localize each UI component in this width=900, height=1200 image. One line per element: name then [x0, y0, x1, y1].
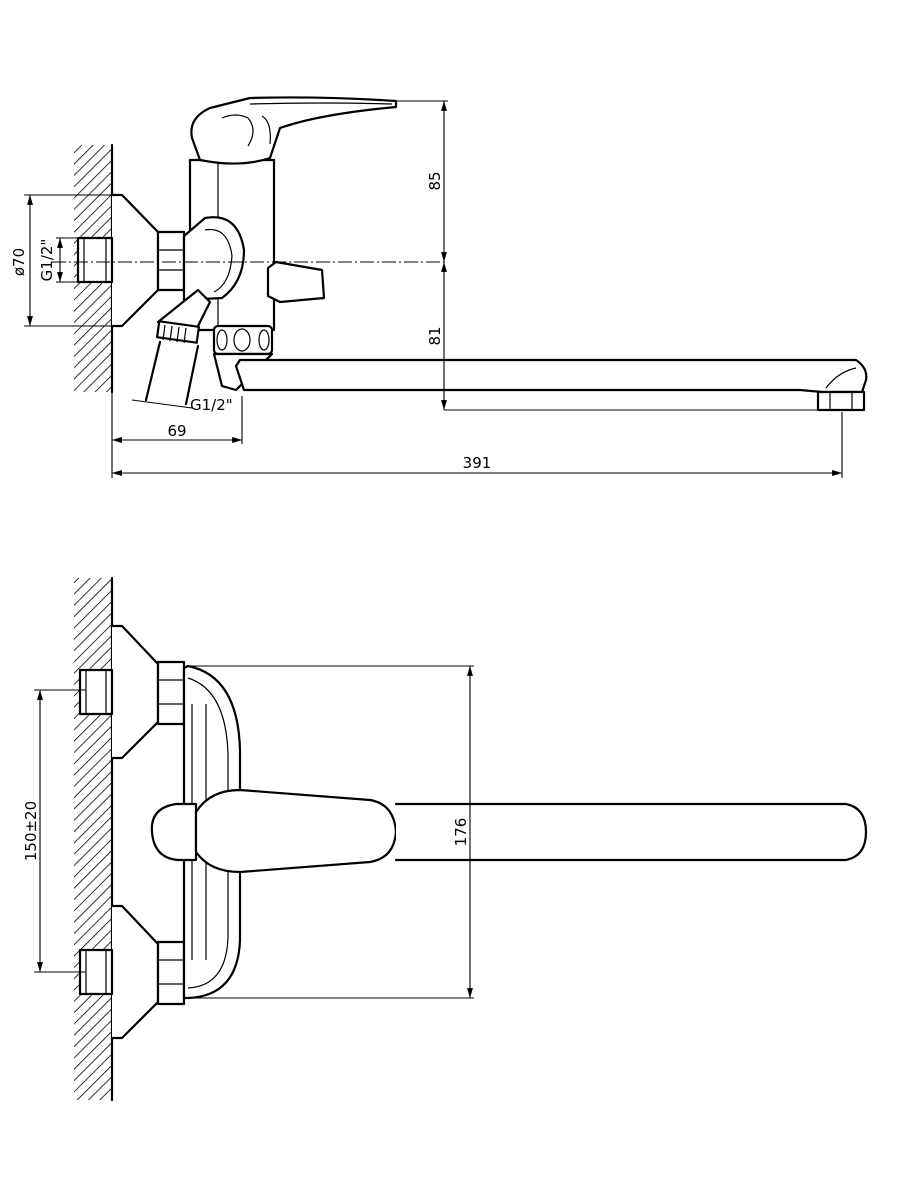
- handle-lever-side: [190, 96, 398, 165]
- wall-section-front: [74, 576, 114, 1102]
- inlet-pipe-side: [76, 236, 114, 284]
- dim-height-upper: 85: [396, 100, 448, 262]
- spout-side: [234, 358, 868, 412]
- dim-depth-label: 69: [167, 422, 186, 440]
- upper-inlet-front: [78, 624, 186, 760]
- diverter-knob-side: [266, 260, 326, 304]
- dim-diameter: ø70: [10, 194, 118, 327]
- front-view: 150±20 176: [22, 576, 868, 1102]
- dim-thread-inlet-label: G1/2": [38, 239, 56, 282]
- dim-height-front: 176: [186, 665, 474, 999]
- dim-thread-inlet: G1/2": [38, 237, 78, 283]
- dim-thread-shower-label: G1/2": [190, 396, 233, 414]
- hex-nut-side: [156, 230, 186, 292]
- dim-depth: 69: [111, 392, 243, 478]
- dim-length: 391: [112, 412, 843, 478]
- dim-height-lower: 81: [426, 262, 820, 411]
- handle-base-front: [150, 802, 198, 862]
- dim-height-upper-label: 85: [426, 171, 444, 190]
- dim-height-front-label: 176: [452, 818, 470, 847]
- wall-flange-side: [110, 193, 160, 328]
- dim-length-label: 391: [463, 454, 492, 472]
- dim-thread-shower: G1/2": [131, 396, 233, 414]
- handle-lever-front: [194, 788, 398, 874]
- dim-inlet-spacing-label: 150±20: [22, 801, 40, 861]
- dim-height-lower-label: 81: [426, 326, 444, 345]
- side-view: ø70 G1/2" G1/2" 85 81: [10, 96, 868, 478]
- shower-outlet-side: [144, 288, 212, 406]
- dim-diameter-label: ø70: [10, 248, 28, 276]
- spout-front: [394, 802, 868, 862]
- lower-inlet-front: [78, 904, 186, 1040]
- dim-inlet-spacing: 150±20: [22, 689, 86, 973]
